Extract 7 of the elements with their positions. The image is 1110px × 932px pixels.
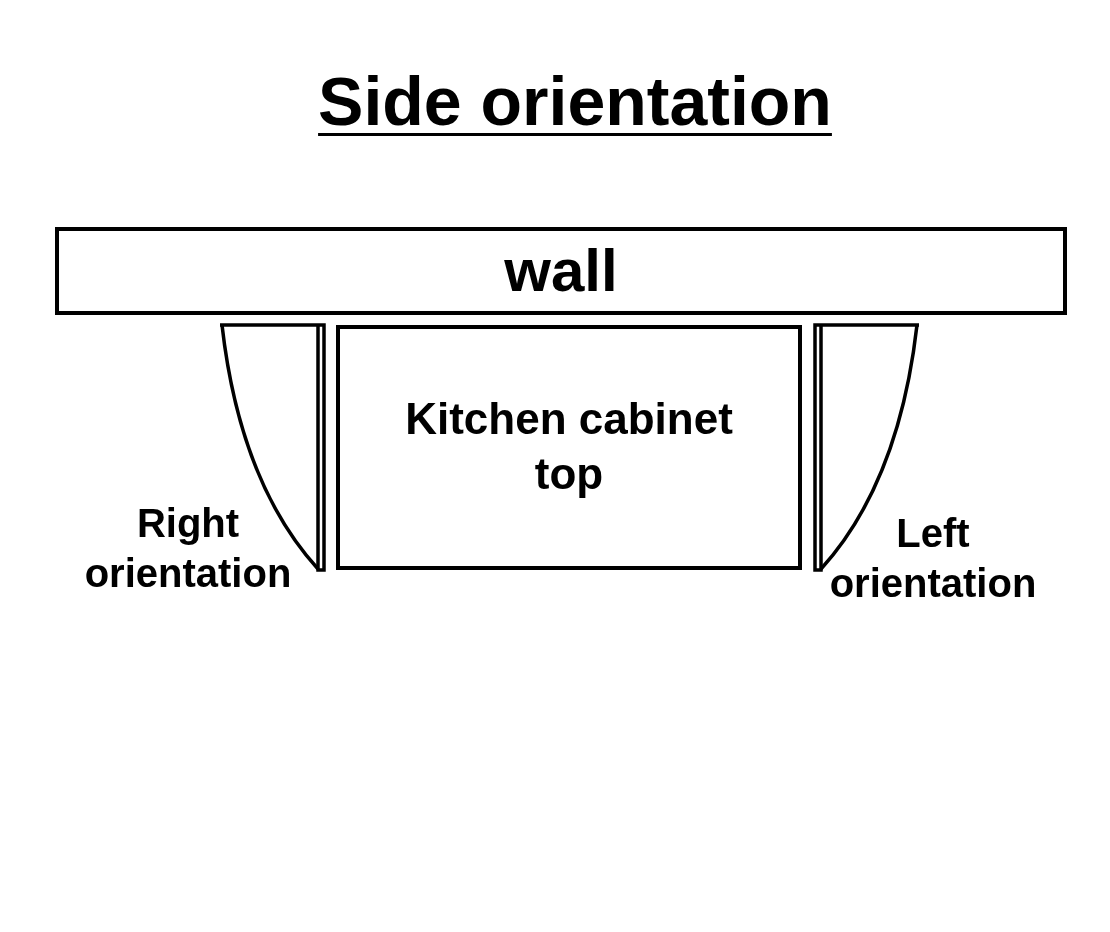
title: Side orientation — [317, 62, 833, 140]
orientation-label: Left orientation — [828, 510, 1038, 607]
wall-box — [55, 227, 1067, 315]
cabinet-box — [336, 325, 802, 570]
orientation-label: Right orientation — [83, 500, 293, 597]
wall-label: wall — [503, 236, 619, 306]
cabinet-label: Kitchen cabinet top — [404, 393, 734, 500]
